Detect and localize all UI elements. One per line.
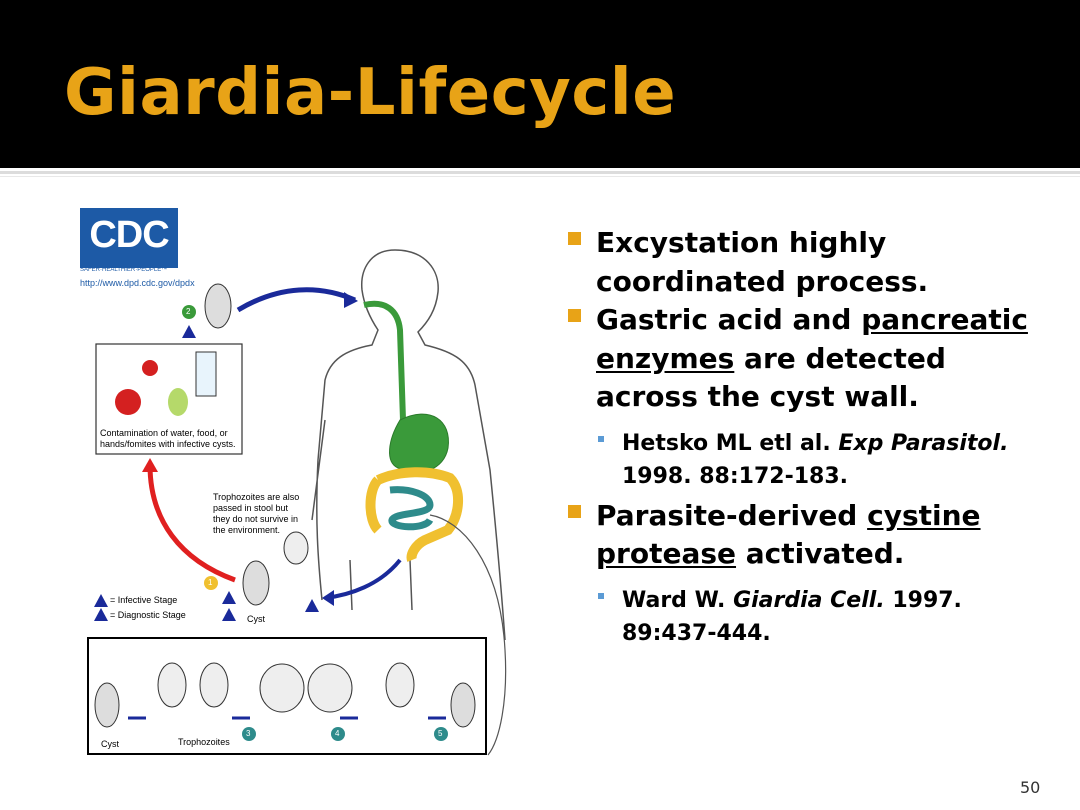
bullet-protease: Parasite-derived cystine protease activa… — [566, 497, 1036, 574]
arrow-from-gut-head — [322, 590, 334, 606]
sub-bullet-hetsko: Hetsko ML etl al. Exp Parasitol. 1998. 8… — [566, 427, 1036, 493]
cdc-logo-text: CDC — [89, 214, 169, 256]
bullet-text-post: are detected across the cyst wall. — [596, 341, 946, 414]
cdc-tagline: SAFER·HEALTHIER·PEOPLE™ — [80, 267, 168, 273]
legend-diagnostic-marker — [94, 608, 108, 621]
strip-trophozoite-2 — [199, 662, 229, 708]
page-number: 50 — [1020, 778, 1041, 797]
title-bar — [0, 0, 1080, 168]
trophozoite-note-2: passed in stool but — [213, 503, 289, 513]
infective-marker-2 — [182, 325, 196, 338]
water-glass-icon — [195, 351, 217, 397]
strip-trophozoite-3 — [385, 662, 415, 708]
stage-5-number: 5 — [438, 729, 443, 738]
diagnostic-marker-1 — [222, 608, 236, 621]
cyst-icon-bottom — [242, 560, 270, 606]
citation-details: 1997. 89:437-444. — [622, 587, 962, 646]
cdc-url: http://www.dpd.cdc.gov/dpdx — [80, 278, 195, 288]
citation-journal: Exp Parasitol. — [838, 430, 1009, 456]
cdc-logo: CDC — [80, 208, 178, 268]
stage-5-badge — [434, 727, 448, 741]
bullet-text-post: activated. — [736, 537, 905, 570]
cystine-protease-text: cystine protease — [596, 498, 981, 571]
legend-diagnostic: = Diagnostic Stage — [110, 610, 186, 620]
trophozoite-note-1: Trophozoites are also — [213, 492, 300, 502]
bullet-excystation: Excystation highly coordinated process. — [566, 224, 1036, 301]
cyst-label: Cyst — [247, 614, 265, 624]
bullet-gastric-acid: Gastric acid and pancreatic enzymes are … — [566, 301, 1036, 417]
stage-4-number: 4 — [335, 729, 340, 738]
stage-2-number: 2 — [186, 307, 191, 316]
citation-journal: Giardia Cell. — [733, 587, 885, 613]
esophagus — [363, 300, 406, 421]
citation-authors: Hetsko ML etl al. — [622, 430, 839, 456]
trophozoite-note-4: the environment. — [213, 525, 281, 535]
title-divider — [0, 171, 1080, 174]
bottom-cyst-label: Cyst — [101, 739, 119, 749]
red-arrow-head — [142, 458, 158, 472]
strip-trophozoite-1 — [157, 662, 187, 708]
trophozoite-note-3: they do not survive in — [213, 514, 299, 524]
bullet-square-icon — [568, 309, 581, 322]
stage-1-number: 1 — [208, 578, 213, 587]
bullet-square-icon — [568, 504, 581, 518]
strip-cyst-2 — [450, 682, 476, 728]
legend-infective: = Infective Stage — [110, 595, 178, 605]
arrow-to-mouth-head — [344, 292, 358, 308]
stage-4-badge — [331, 727, 345, 741]
bullet-text-pre: Parasite-derived — [596, 498, 868, 532]
bullet-text-pre: Gastric acid and — [596, 303, 862, 336]
contamination-caption-2: hands/fomites with infective cysts. — [100, 439, 236, 449]
sub-bullet-square-icon — [598, 435, 604, 442]
small-intestine — [388, 486, 434, 531]
stomach — [389, 413, 449, 473]
pear-icon — [168, 388, 188, 416]
legend-infective-marker — [94, 594, 108, 607]
bullet-text: Excystation highly coordinated process. — [596, 226, 929, 298]
apple-icon — [115, 389, 141, 415]
sub-bullet-ward: Ward W. Giardia Cell. 1997. 89:437-444. — [566, 584, 1036, 650]
pancreatic-enzymes-text: pancreatic enzymes — [596, 303, 1028, 375]
strawberry-icon — [142, 360, 158, 376]
strip-cyst-1 — [94, 682, 120, 728]
stage-3-badge — [242, 727, 256, 741]
human-silhouette — [311, 249, 506, 641]
strip-dividing-2 — [307, 663, 353, 713]
bottom-trophozoites-label: Trophozoites — [178, 737, 230, 747]
contamination-caption-1: Contamination of water, food, or — [100, 428, 228, 438]
citation-authors: Ward W. — [622, 587, 734, 613]
slide-title: Giardia-Lifecycle — [64, 56, 677, 130]
strip-dividing-1 — [259, 663, 305, 713]
arrow-from-gut — [324, 558, 402, 600]
cyst-icon-top — [204, 283, 232, 329]
bullet-square-icon — [568, 232, 581, 245]
bullet-list: Excystation highly coordinated process. … — [566, 224, 1036, 654]
diagnostic-marker-2 — [305, 599, 319, 612]
trophozoite-line — [429, 514, 507, 756]
trophozoite-icon — [283, 531, 309, 565]
infective-marker-1 — [222, 591, 236, 604]
red-return-arrow — [147, 464, 236, 583]
arrow-to-mouth — [236, 287, 356, 313]
citation-details: 1998. 88:172-183. — [622, 463, 848, 489]
stage-3-number: 3 — [246, 729, 251, 738]
sub-bullet-square-icon — [598, 592, 604, 599]
stage-2-badge — [182, 305, 196, 319]
large-intestine — [365, 467, 463, 562]
stage-1-badge — [204, 576, 218, 590]
title-divider-thin — [0, 176, 1080, 177]
